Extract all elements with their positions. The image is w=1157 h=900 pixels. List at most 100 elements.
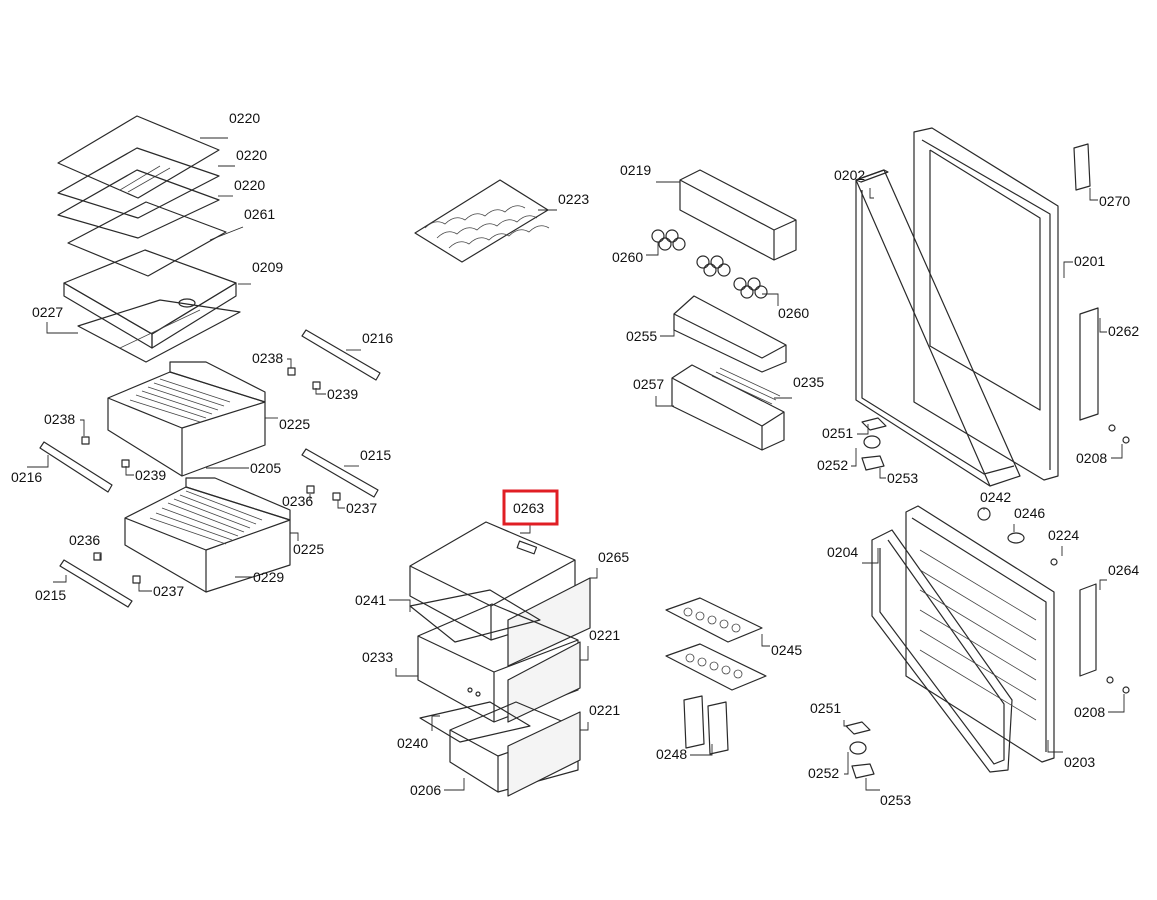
leader-line-0208 — [1111, 444, 1123, 459]
leader-line-0237 — [337, 500, 345, 509]
leader-line-0241 — [389, 599, 411, 612]
part-label-0239: 0239 — [327, 386, 358, 402]
leader-line-0204 — [862, 548, 879, 564]
part-label-0235: 0235 — [793, 374, 824, 390]
part-label-0262: 0262 — [1108, 323, 1139, 339]
part-label-0237: 0237 — [346, 500, 377, 516]
crisper-front-panel-top — [507, 577, 591, 667]
leader-line-0253 — [865, 778, 880, 791]
part-label-0257: 0257 — [633, 376, 664, 392]
leader-line-0251 — [857, 424, 869, 435]
door-bin-shallow — [673, 295, 787, 373]
part-label-0229: 0229 — [253, 569, 284, 585]
crisper-drawer-middle — [417, 603, 579, 723]
part-label-0201: 0201 — [1074, 253, 1105, 269]
part-label-0205: 0205 — [250, 460, 281, 476]
freezer-door — [905, 505, 1055, 763]
fridge-hinge-parts — [861, 417, 1130, 471]
leader-line-0260 — [762, 293, 779, 306]
shelf-cover — [77, 299, 241, 363]
part-label-0208: 0208 — [1076, 450, 1107, 466]
leader-line-0265 — [590, 568, 598, 579]
leader-line-0252 — [851, 448, 857, 467]
part-label-0206: 0206 — [410, 782, 441, 798]
door-bin-bottle — [679, 169, 797, 261]
part-label-0219: 0219 — [620, 162, 651, 178]
freezer-door-gasket — [871, 529, 1013, 773]
door-hinge-top — [1073, 143, 1091, 191]
part-label-0253: 0253 — [887, 470, 918, 486]
part-label-0238: 0238 — [44, 411, 75, 427]
part-label-0251: 0251 — [822, 425, 853, 441]
part-label-0225: 0225 — [293, 541, 324, 557]
part-label-0264: 0264 — [1108, 562, 1139, 578]
part-label-0245: 0245 — [771, 642, 802, 658]
leader-line-0261 — [209, 226, 244, 241]
part-label-0251: 0251 — [810, 700, 841, 716]
part-label-0255: 0255 — [626, 328, 657, 344]
leader-line-0216 — [27, 455, 49, 468]
part-label-0215: 0215 — [35, 587, 66, 603]
freezer-drawer-upper — [107, 361, 266, 477]
part-label-0223: 0223 — [558, 191, 589, 207]
leader-line-0202 — [869, 188, 874, 199]
leader-line-0245 — [761, 634, 770, 647]
part-label-0216: 0216 — [362, 330, 393, 346]
leader-line-0233 — [395, 668, 418, 677]
part-label-0209: 0209 — [252, 259, 283, 275]
part-label-0252: 0252 — [808, 765, 839, 781]
leader-lines — [27, 137, 1125, 791]
leader-line-0263 — [520, 525, 531, 534]
drawer-rails-left — [39, 329, 381, 608]
part-label-0260: 0260 — [778, 305, 809, 321]
part-labels: 0220022002200261020902270216023802390225… — [11, 110, 1139, 808]
part-label-0208: 0208 — [1074, 704, 1105, 720]
fridge-door — [913, 127, 1059, 481]
part-label-0203: 0203 — [1064, 754, 1095, 770]
leader-line-0221 — [580, 646, 589, 661]
part-label-0224: 0224 — [1048, 527, 1079, 543]
part-label-0236: 0236 — [282, 493, 313, 509]
part-label-0246: 0246 — [1014, 505, 1045, 521]
highlight-box — [502, 489, 559, 526]
leader-line-0237 — [138, 583, 152, 592]
part-label-0239: 0239 — [135, 467, 166, 483]
egg-trays-small — [651, 229, 768, 299]
leader-line-0257 — [655, 396, 674, 407]
ice-cube-trays — [665, 597, 767, 691]
part-label-0240: 0240 — [397, 735, 428, 751]
bottle-rack — [414, 179, 550, 263]
fridge-door-gasket — [855, 169, 1021, 487]
leader-line-0251 — [843, 720, 848, 727]
leader-line-0252 — [844, 752, 849, 775]
part-label-0242: 0242 — [980, 489, 1011, 505]
glass-shelves-stack — [57, 115, 227, 277]
part-label-0261: 0261 — [244, 206, 275, 222]
leader-line-0206 — [444, 778, 465, 791]
part-label-0204: 0204 — [827, 544, 858, 560]
fridge-door-handle — [1079, 307, 1099, 421]
part-label-0221: 0221 — [589, 702, 620, 718]
leader-line-0227 — [46, 322, 78, 334]
part-label-0237: 0237 — [153, 583, 184, 599]
freezer-hinge-parts — [845, 507, 1130, 779]
leader-line-0253 — [879, 468, 886, 479]
leader-line-0221 — [580, 722, 589, 731]
leader-line-0255 — [660, 322, 675, 337]
crisper-front-panel-middle — [507, 641, 581, 723]
part-label-0270: 0270 — [1099, 193, 1130, 209]
leader-line-0270 — [1089, 188, 1098, 201]
part-label-0233: 0233 — [362, 649, 393, 665]
leader-line-0239 — [125, 466, 134, 476]
shelf-frame — [63, 249, 237, 349]
part-label-0220: 0220 — [229, 110, 260, 126]
part-label-0263: 0263 — [513, 500, 544, 516]
crisper-front-panel-bottom — [507, 711, 581, 797]
crisper-divider — [419, 701, 531, 743]
part-label-0216: 0216 — [11, 469, 42, 485]
part-label-0227: 0227 — [32, 304, 63, 320]
freezer-door-handle — [1079, 583, 1097, 677]
leader-line-0262 — [1099, 318, 1107, 333]
part-label-0220: 0220 — [234, 177, 265, 193]
